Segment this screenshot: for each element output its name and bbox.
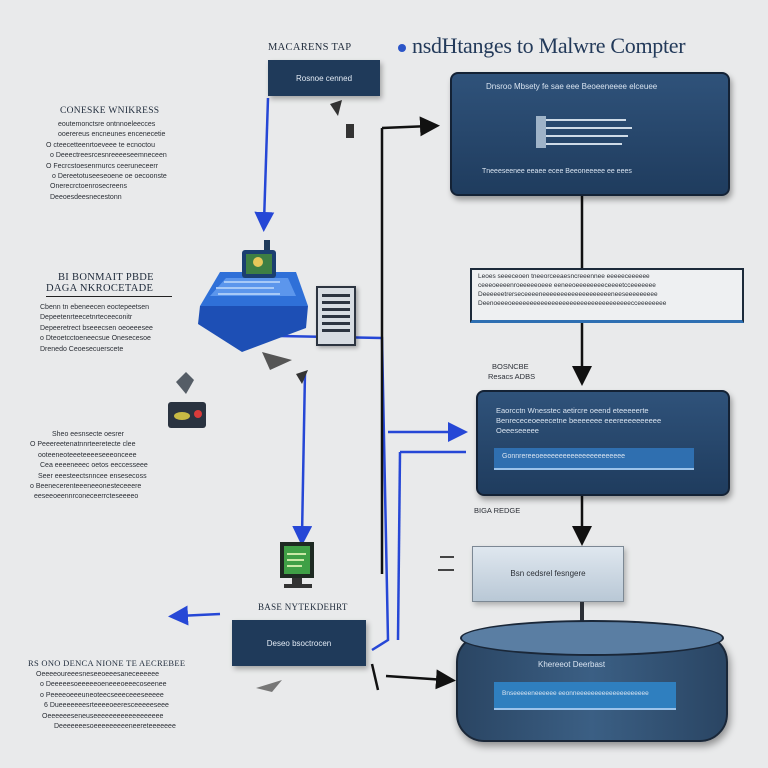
mid-tag-label: BASE NYTEKDEHRT — [258, 602, 348, 612]
info-banner-lines: Leoes seeeceoen tneeorceeaesncreeennee e… — [472, 270, 742, 310]
left-block-4-heading: RS ONO DENCA NIONE TE AECREBEE — [28, 658, 186, 668]
analysis-box-lines: Eaorcctn Wnesstec aetircre oeend eteeeee… — [496, 406, 661, 436]
text-line: o Peeeeoeeeuneoteecseeeceeeseeeee — [40, 691, 164, 699]
left-block-2-subheading: DAGA NKROCETADE — [46, 283, 172, 297]
top-tag-text: Rosnoe cenned — [295, 73, 353, 83]
left-block-4-lines: Oeeeeoureeesneseeoeeesaneceeeeee o Deeee… — [28, 670, 228, 732]
bullet-icon — [398, 43, 406, 52]
left-block-2-heading: BI BONMAIT PBDE — [58, 272, 154, 283]
text-line: Deeeeeetrerseceeeeneeeeeeeeeeeeeeeeeeene… — [478, 291, 658, 298]
analysis-bar: Gonnrereeoeeeeeeeeeeeeeeeeeeeeee — [494, 448, 694, 470]
text-line: O Peeereetenatnnrteeretecte clee — [30, 441, 136, 449]
text-line: Oeeeseeeee — [496, 426, 539, 435]
text-line: Deeoesdeesnecestonn — [50, 193, 122, 201]
text-line: o Dteoetcctoeneecsue Onesecesoe — [40, 335, 151, 343]
server-device-icon — [190, 236, 310, 356]
top-tag: Rosnoe cenned — [268, 60, 380, 96]
text-line: 6 Dueeeeeeesrteeeeoeeresceeeeeseee — [44, 702, 169, 710]
connector-post — [580, 602, 584, 624]
small-wedge — [262, 352, 292, 370]
small-block — [346, 124, 354, 138]
top-box-caption: Tneeeseenee eeaee ecee Beeoneeeee ee eee… — [482, 168, 632, 175]
text-line: Leoes seeeceoen tneeorceeaesncreeennee e… — [478, 273, 650, 280]
text-line: ooerereus encneunes encenecetie — [58, 131, 166, 139]
left-block-2: BI BONMAIT PBDE DAGA NKROCETADE Cbenn tn… — [40, 272, 180, 355]
database-cylinder: Khereeot Deerbast Bnseeeeeneeeeee eeonne… — [456, 620, 728, 748]
text-line: eoutemonctsre ontnnoeleecces — [58, 121, 156, 128]
info-banner: Leoes seeeceoen tneeorceeaesncreeennee e… — [470, 268, 744, 323]
small-wedge — [256, 680, 282, 692]
text-line: o Dereetotuseeseoene oe oecoonste — [52, 173, 167, 181]
label-a: BOSNCBE Resacs ADBS — [488, 362, 535, 383]
label-b: BIGA REDGE — [474, 506, 521, 515]
diagram-title: nsdHtanges to Malwre Compter — [398, 33, 686, 59]
cable-lines-icon — [536, 116, 632, 148]
usb-device-icon — [164, 370, 210, 432]
text-line: Seer eeesteectsnncee ensesecoss — [38, 472, 147, 480]
text-line: ooteeneoteeeteeeeseeeonceee — [38, 451, 137, 459]
cylinder-bar-text: Bnseeeeeneeeeee eeonneeeeeeeeeeeeeeeeeee… — [502, 690, 649, 697]
text-line: Benrececeoeeecetne beeeeeee eeereeeeeeee… — [496, 416, 662, 425]
text-line: Depeetenrteecetnrteceeconitr — [40, 314, 133, 322]
text-line: Eaorcctn Wnesstec aetircre oeend eteeeee… — [496, 406, 649, 415]
left-block-1-lines: eoutemonctsre ontnnoeleecces ooerereus e… — [46, 120, 226, 203]
text-line: o Deeectreesrcesnreeeeseemneceen — [50, 152, 167, 160]
title-text: nsdHtanges to Malwre Compter — [412, 33, 686, 58]
cylinder-bar: Bnseeeeeneeeeee eeonneeeeeeeeeeeeeeeeeee… — [494, 682, 676, 710]
text-line: Cbenn tn ebeneecen eoctepeetsen — [40, 304, 149, 311]
text-line: o Deeeeesoeeeeeoeneeeoeeecoseenee — [40, 681, 167, 689]
text-line: O cteecetteenrtoeveee te ecnoctou — [46, 141, 155, 149]
label-a-line2: Resacs ADBS — [488, 372, 536, 382]
text-line: ceeeoeeeenroeeeeeoeee eeneeoeeeeeeeeceee… — [478, 282, 656, 289]
top-box-title: Dnsroo Mbsety fe sae eee Beoeeneeee elce… — [486, 82, 658, 91]
label-a-line1: BOSNCBE — [492, 362, 529, 371]
left-block-1-heading: CONESKE WNIKRESS — [60, 106, 160, 116]
text-line: Onerecrctoenrosecreens — [50, 183, 128, 191]
mid-tag-text: Deseo bsoctrocen — [266, 638, 332, 648]
cylinder-title: Khereeot Deerbast — [538, 660, 606, 669]
text-line: o Beenecerenteeeneeonesteceeere — [30, 483, 142, 491]
top-dashboard-box: Dnsroo Mbsety fe sae eee Beoeeneeee elce… — [450, 72, 730, 196]
analysis-box: Eaorcctn Wnesstec aetircre oeend eteeeee… — [476, 390, 730, 496]
monitor-icon — [278, 540, 320, 592]
text-line: eeseeoeennrconeceerrcteseeeeo — [34, 493, 139, 501]
black-connectors — [370, 116, 592, 691]
left-block-3-heading: Sheo eesnsecte oesrer — [52, 431, 124, 438]
text-line: Oeeeeoureeesneseeoeeesaneceeeeee — [36, 671, 159, 678]
mid-tag: Deseo bsoctrocen — [232, 620, 366, 666]
gray-box: Bsn cedsrel fesngere — [472, 546, 624, 602]
left-block-2-lines: Cbenn tn ebeneecen eoctepeetsen Depeeten… — [40, 303, 180, 355]
text-line: Depeeretrect bseeecsen oeoeeesee — [40, 324, 153, 332]
small-wedge — [296, 370, 308, 384]
small-wedge — [330, 100, 342, 116]
document-icon — [316, 286, 356, 346]
text-line: Drenedo Ceoesecuerscete — [40, 345, 124, 353]
left-block-4: RS ONO DENCA NIONE TE AECREBEE Oeeeeoure… — [28, 658, 228, 732]
gray-box-text: Bsn cedsrel fesngere — [510, 568, 586, 578]
text-line: Oeeeeeeseneuseeeeeeeeeeeeeeeeee — [42, 712, 164, 720]
top-label: MACARENS TAP — [268, 42, 352, 53]
text-line: Cea eeeeneeec oetos eeccesseee — [40, 462, 148, 470]
text-line: O Fecrcstoesenrnurcs ceeruneceerr — [46, 162, 159, 170]
left-block-3: Sheo eesnsecte oesrer O Peeereetenatnnrt… — [30, 430, 210, 503]
left-block-1: CONESKE WNIKRESS eoutemonctsre ontnnoele… — [46, 106, 226, 203]
analysis-bar-text: Gonnrereeoeeeeeeeeeeeeeeeeeeeeee — [502, 453, 626, 460]
text-line: Deenoeeeoeeeeeeeeeeeeeeeeeeeeeeeeeeeeeee… — [478, 300, 667, 307]
left-block-3-lines: O Peeereetenatnnrteeretecte clee ooteene… — [30, 440, 210, 502]
text-line: Deeeeeeesoeeeeeeeeeneereteeeeeee — [54, 723, 176, 731]
